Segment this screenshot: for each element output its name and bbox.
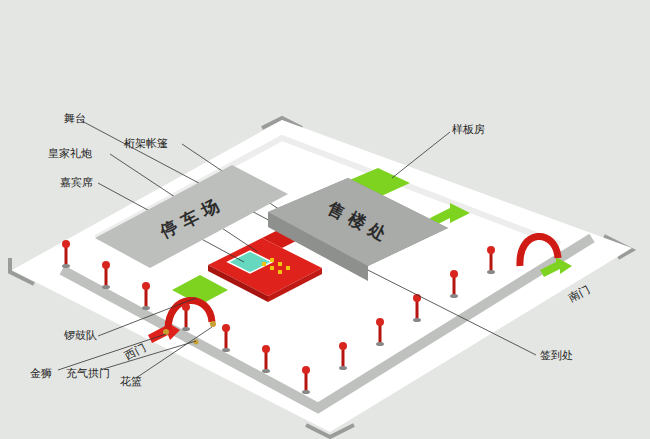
- callout-label: 舞台: [64, 113, 86, 124]
- callout-label: 桁架帐篷: [124, 138, 168, 149]
- south-entry-arrow: [540, 257, 572, 277]
- callout-label: 花篮: [120, 376, 142, 387]
- callout-label: 金狮: [30, 368, 52, 379]
- gate-name: 西门: [123, 341, 148, 361]
- road: [62, 238, 592, 408]
- corner-brackets: [10, 118, 632, 437]
- south-arch: [520, 236, 558, 266]
- lamp-posts: [62, 240, 495, 394]
- callout-label: 充气拱门: [66, 368, 110, 379]
- guest-seats: [262, 258, 290, 274]
- callout-label: 样板房: [452, 124, 485, 135]
- gate-name: 南门: [567, 283, 592, 303]
- ground: [12, 120, 632, 432]
- site-area: 售楼处: [265, 175, 453, 285]
- leader-lines: [58, 120, 536, 378]
- callout-label: 锣鼓队: [64, 330, 97, 341]
- callout-label: 皇家礼炮: [48, 148, 92, 159]
- callout-label: 嘉宾席: [60, 177, 93, 188]
- site-area: 停车场: [92, 160, 292, 275]
- west-entry-arrow: [148, 321, 180, 343]
- lions-baskets: [163, 321, 216, 345]
- callout-label: 签到处: [540, 350, 573, 361]
- west-arch: [168, 300, 212, 330]
